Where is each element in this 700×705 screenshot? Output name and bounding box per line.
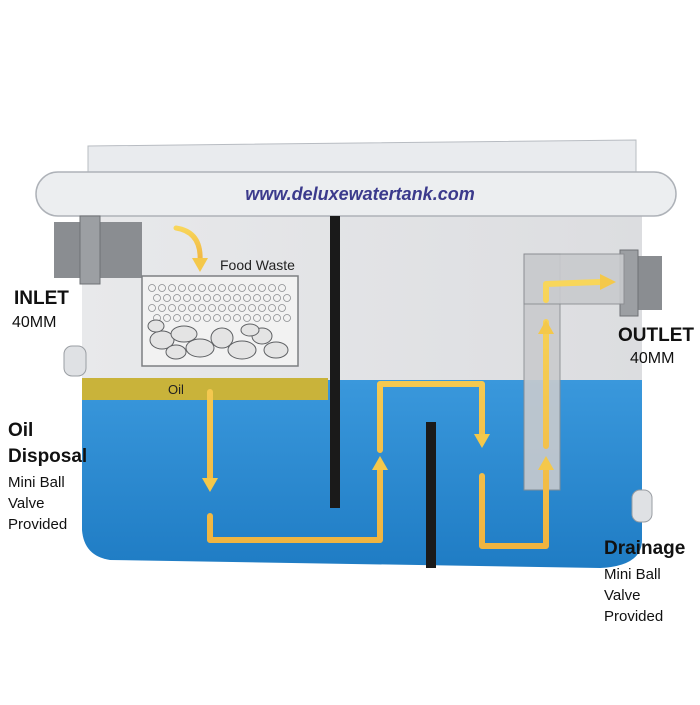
arrowhead-right-outlet bbox=[600, 274, 616, 290]
arrowhead-entry bbox=[192, 258, 208, 272]
outlet-pipe bbox=[619, 249, 662, 317]
food-waste-stones bbox=[147, 319, 289, 360]
oil-disposal-valve-stub bbox=[63, 345, 87, 377]
arrowhead-up-2 bbox=[538, 456, 554, 470]
drainage-valve-stub bbox=[631, 489, 653, 523]
flow-arrowheads bbox=[192, 258, 616, 492]
oil-disposal-note-line: Valve bbox=[8, 495, 45, 512]
inlet-size: 40MM bbox=[12, 314, 57, 331]
outlet-title: OUTLET bbox=[618, 325, 694, 346]
drainage-note-line: Valve bbox=[604, 587, 641, 604]
inlet-pipe bbox=[54, 215, 142, 285]
arrowhead-up-1 bbox=[372, 456, 388, 470]
drainage-title: Drainage bbox=[604, 538, 686, 559]
water-area bbox=[82, 380, 642, 568]
website-text: www.deluxewatertank.com bbox=[245, 184, 474, 204]
oil-disposal-title-line1: Oil bbox=[8, 420, 34, 441]
arrowhead-down-2 bbox=[474, 434, 490, 448]
food-waste-label: Food Waste bbox=[220, 257, 295, 273]
food-waste-basket bbox=[141, 275, 299, 367]
drainage-note-line: Mini Ball bbox=[604, 566, 661, 583]
outlet-size: 40MM bbox=[630, 350, 675, 367]
oil-disposal-note: Mini Ball Valve Provided bbox=[8, 472, 67, 535]
oil-layer bbox=[82, 378, 328, 400]
tank-rim bbox=[35, 171, 677, 217]
baffle-left bbox=[330, 216, 340, 508]
flow-arrow-entry bbox=[173, 225, 203, 265]
oil-disposal-note-line: Provided bbox=[8, 516, 68, 533]
drainage-note: Mini Ball Valve Provided bbox=[604, 564, 663, 627]
arrowhead-up-3 bbox=[538, 320, 554, 334]
oil-disposal-title-line2: Disposal bbox=[8, 446, 88, 467]
flow-arrows bbox=[173, 225, 603, 549]
baffle-middle bbox=[426, 422, 436, 568]
arrowhead-down-1 bbox=[202, 478, 218, 492]
oil-disposal-note-line: Mini Ball bbox=[8, 474, 65, 491]
basket-mesh bbox=[148, 284, 291, 322]
drainage-note-line: Provided bbox=[604, 608, 664, 625]
oil-label: Oil bbox=[168, 382, 184, 397]
inlet-title: INLET bbox=[14, 288, 69, 309]
flow-arrow-main bbox=[207, 279, 603, 549]
